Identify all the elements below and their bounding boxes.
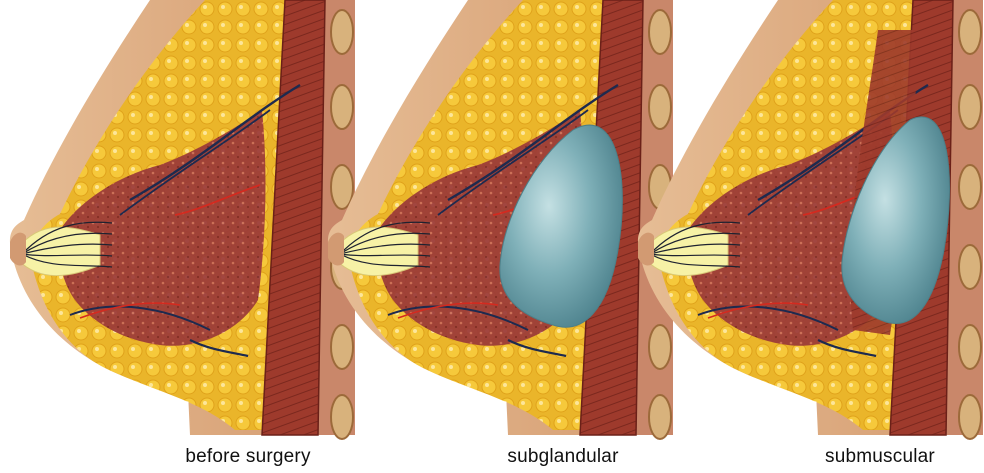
- panel-subglandular: [328, 0, 673, 439]
- panel-submuscular: [638, 0, 983, 439]
- rib: [649, 325, 671, 369]
- caption-subglandular: subglandular: [433, 446, 693, 468]
- rib: [959, 10, 981, 54]
- nipple: [10, 233, 26, 266]
- rib: [649, 10, 671, 54]
- rib: [959, 325, 981, 369]
- nipple: [638, 233, 654, 266]
- rib: [331, 85, 353, 129]
- rib: [331, 165, 353, 209]
- rib: [959, 395, 981, 439]
- rib: [959, 85, 981, 129]
- rib: [959, 245, 981, 289]
- rib: [331, 325, 353, 369]
- panel-none: [10, 0, 355, 439]
- rib: [331, 395, 353, 439]
- rib: [959, 165, 981, 209]
- nipple: [328, 233, 344, 266]
- rib: [331, 10, 353, 54]
- caption-before-surgery: before surgery: [118, 446, 378, 468]
- rib: [649, 395, 671, 439]
- rib: [649, 85, 671, 129]
- caption-submuscular: submuscular: [750, 446, 984, 468]
